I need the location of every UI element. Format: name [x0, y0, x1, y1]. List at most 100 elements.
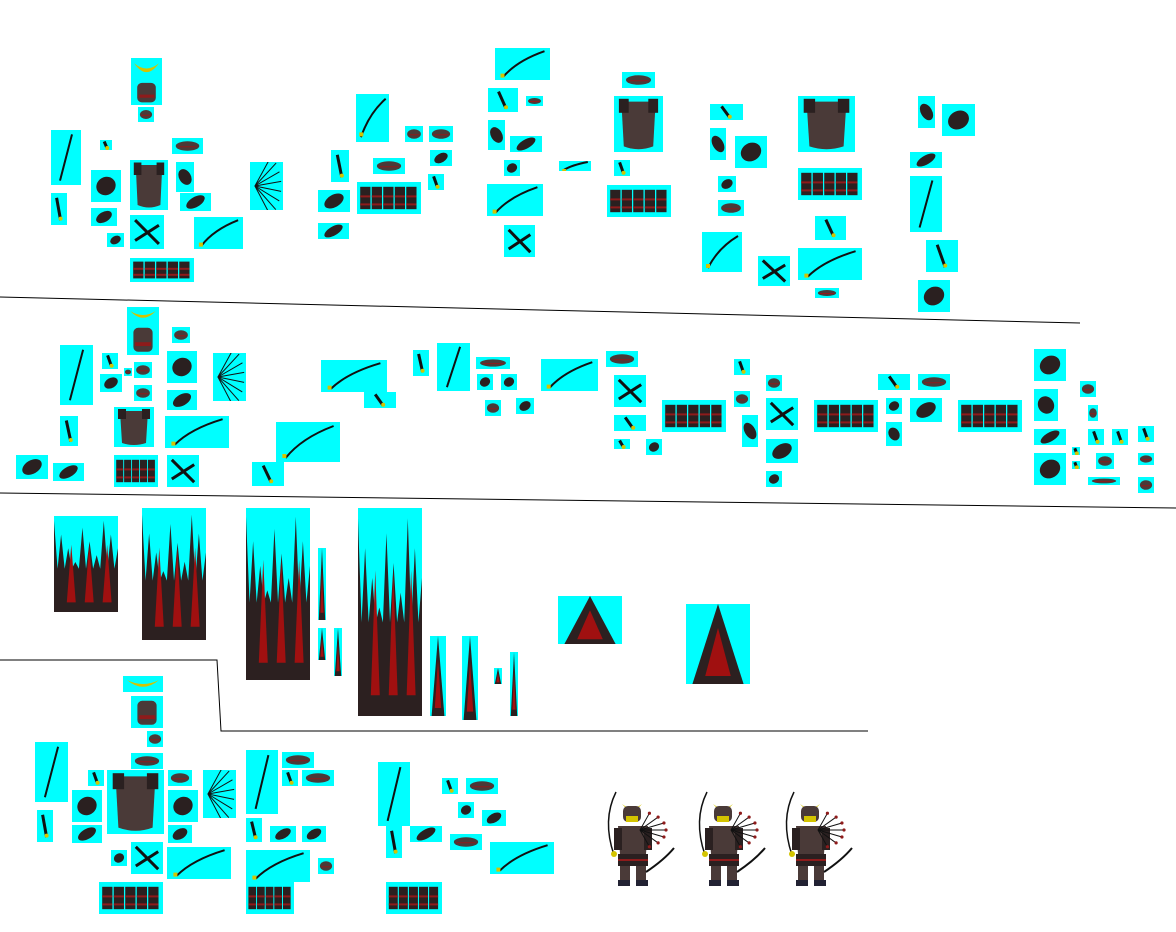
bow-sprite	[167, 847, 231, 879]
foot-sprite	[1034, 453, 1066, 485]
tanto-sprite	[926, 240, 958, 272]
divider-line-1	[0, 296, 1081, 324]
foot-sprite	[482, 810, 506, 826]
plate-sprite	[1096, 453, 1114, 469]
plate-sprite	[373, 158, 405, 174]
fire-sprite	[54, 516, 118, 612]
kusazuri-sprite	[357, 182, 421, 214]
fist-sprite	[168, 825, 192, 843]
foot-sprite	[302, 826, 326, 842]
hand-sprite	[72, 825, 102, 843]
crossed-sprite	[130, 215, 164, 249]
foot-sprite	[501, 374, 517, 390]
crest-sprite	[131, 58, 162, 79]
fist-sprite	[477, 374, 493, 390]
wakizashi-sprite	[487, 184, 543, 216]
kusazuri-sprite	[114, 455, 158, 487]
gauntlet-sprite	[318, 190, 350, 212]
crossed-sprite	[167, 455, 199, 487]
tanto-sprite	[1112, 429, 1128, 445]
tanto-sprite	[614, 415, 646, 431]
foot-sprite	[918, 280, 950, 312]
plate-sprite	[622, 72, 655, 88]
naginata-sprite	[495, 48, 550, 80]
katana-sprite	[35, 742, 68, 802]
tanto-sprite	[51, 193, 67, 225]
foot-sprite	[318, 223, 349, 239]
crossed-sprite	[614, 375, 646, 407]
fist-sprite	[91, 208, 117, 226]
crest-sprite	[123, 676, 163, 692]
tanto-sprite	[88, 770, 104, 786]
samurai-frame-3	[770, 790, 856, 890]
fist-sprite	[458, 802, 474, 818]
kusazuri-sprite	[130, 258, 194, 282]
fist-sprite	[510, 136, 542, 152]
menpo-sprite	[138, 107, 154, 122]
arrows-sprite	[213, 353, 246, 401]
fist-sprite	[270, 826, 296, 842]
sword-sprite	[559, 161, 591, 171]
crest-sprite	[127, 307, 159, 323]
hand-sprite	[180, 193, 211, 211]
wakizashi-sprite	[490, 842, 554, 874]
arm-sprite	[168, 790, 198, 822]
cuirass-sprite	[130, 160, 168, 210]
plate-sprite	[766, 375, 782, 391]
bow-sprite	[766, 439, 798, 463]
katana-sprite	[702, 232, 742, 272]
tanto-sprite	[246, 818, 262, 842]
tanto-sprite	[442, 778, 458, 794]
tanto-sprite	[734, 359, 750, 375]
shard-sprite	[318, 628, 326, 660]
tanto-sprite	[364, 392, 396, 408]
shard-sprite	[430, 636, 446, 716]
foot-sprite	[886, 422, 902, 446]
plate-sprite	[124, 368, 132, 376]
wakizashi-sprite	[246, 850, 310, 882]
hand-sprite	[1034, 429, 1066, 445]
gauntlet-sprite	[72, 790, 102, 822]
sode-sprite	[662, 400, 726, 432]
kusazuri-sprite	[246, 882, 294, 914]
crossed-sprite	[766, 398, 798, 430]
tanto-sprite	[614, 160, 630, 176]
foot-sprite	[766, 471, 782, 487]
plate-sprite	[429, 126, 453, 142]
plate-sprite	[131, 753, 163, 769]
plate-sprite	[526, 96, 543, 106]
cuirass-sprite	[798, 96, 855, 152]
plate-sprite	[172, 327, 190, 343]
sode-sprite	[958, 400, 1022, 432]
plate-sprite	[918, 374, 950, 390]
divider-line-3	[0, 659, 868, 732]
shard-sprite	[462, 636, 478, 720]
bow-sprite	[910, 176, 942, 232]
tanto-sprite	[1138, 426, 1154, 442]
tanto-sprite	[488, 88, 518, 112]
gauntlet-sprite	[710, 128, 726, 160]
hand-sprite	[516, 398, 534, 414]
katana-sprite	[60, 345, 93, 405]
arm-sprite	[176, 162, 194, 192]
plate-sprite	[1138, 477, 1154, 493]
cuirass-sprite	[614, 96, 663, 152]
fire-sprite	[246, 508, 310, 680]
gauntlet-sprite	[488, 120, 505, 150]
fist-sprite	[886, 398, 902, 414]
plate-sprite	[466, 778, 498, 794]
plate-sprite	[168, 770, 192, 786]
arm-sprite	[742, 415, 758, 447]
fist-sprite	[167, 390, 197, 410]
katana-sprite	[276, 422, 340, 462]
gauntlet-sprite	[910, 398, 942, 422]
tanto-sprite	[815, 216, 846, 240]
cuirass-sprite	[107, 770, 164, 834]
tanto-sprite	[282, 770, 298, 786]
bow-sprite	[165, 416, 229, 448]
tanto-sprite	[1080, 381, 1096, 397]
tanto-sprite	[413, 350, 429, 376]
plate-sprite	[718, 200, 744, 216]
samurai-frame-1	[592, 790, 678, 890]
